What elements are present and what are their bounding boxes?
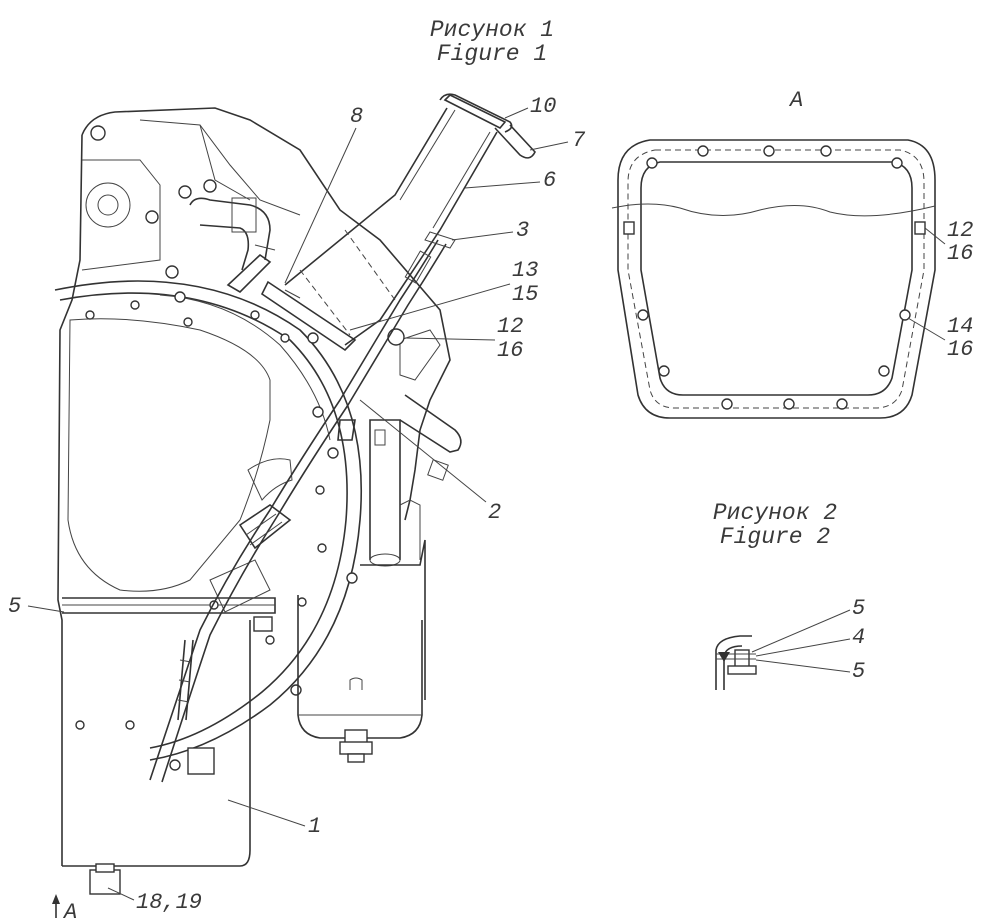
fig2-callout-4: 4 [852, 625, 865, 650]
callout-8: 8 [350, 104, 363, 129]
callout-18-19: 18,19 [136, 890, 202, 915]
callout-15: 15 [512, 282, 538, 307]
view-a-callout-16b: 16 [947, 337, 973, 362]
figure2-title-ru: Рисунок 2 [713, 500, 837, 526]
view-a-callout-16: 16 [947, 241, 973, 266]
callout-1: 1 [308, 814, 321, 839]
fig2-callout-5b: 5 [852, 659, 865, 684]
figure1-title-ru: Рисунок 1 [430, 17, 554, 43]
figure2-detail: 5 4 5 [715, 596, 865, 690]
view-a-arrow-label: A [62, 900, 77, 924]
callout-16a: 16 [497, 338, 523, 363]
callout-labels: 10 7 6 3 8 13 15 12 16 2 5 1 18,19 A [8, 94, 586, 924]
fig2-callout-5a: 5 [852, 596, 865, 621]
view-a-callout-14: 14 [947, 314, 973, 339]
callout-10: 10 [530, 94, 556, 119]
callout-12a: 12 [497, 314, 523, 339]
view-a-oil-pan: A 12 16 14 16 [611, 88, 973, 419]
flange-bolts [75, 291, 358, 771]
callout-5: 5 [8, 594, 21, 619]
oil-filler-neck [260, 93, 536, 352]
figure2-title-en: Figure 2 [720, 524, 831, 550]
engine-assembly [54, 107, 462, 895]
callout-13: 13 [512, 258, 538, 283]
drain-plug [89, 869, 121, 895]
callout-3: 3 [516, 218, 529, 243]
callout-7: 7 [572, 128, 586, 153]
callout-6: 6 [543, 168, 556, 193]
figure1-title-en: Figure 1 [437, 41, 547, 67]
view-a-callout-12: 12 [947, 218, 973, 243]
dipstick-tube [149, 231, 456, 783]
callout-2: 2 [488, 500, 501, 525]
view-a-title: A [788, 88, 803, 113]
